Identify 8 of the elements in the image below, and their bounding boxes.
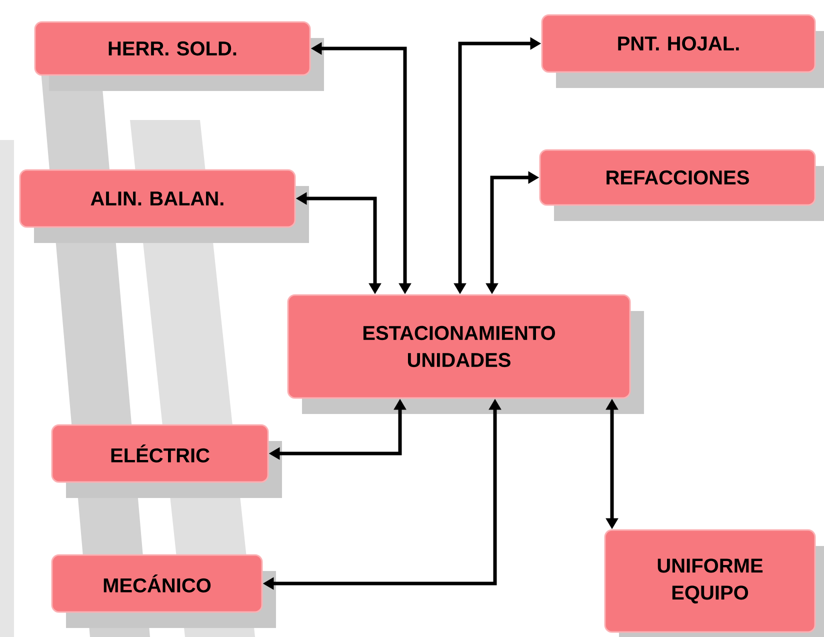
process-box: ELÉCTRIC [51,424,269,483]
process-box: ALIN. BALAN. [19,169,296,228]
process-box: PNT. HOJAL. [541,14,816,73]
process-box: HERR. SOLD. [34,21,311,76]
process-box: REFACCIONES [539,149,816,206]
process-box: MECÁNICO [51,554,263,613]
process-box: UNIFORME EQUIPO [604,529,816,633]
process-box: ESTACIONAMIENTO UNIDADES [287,294,631,399]
